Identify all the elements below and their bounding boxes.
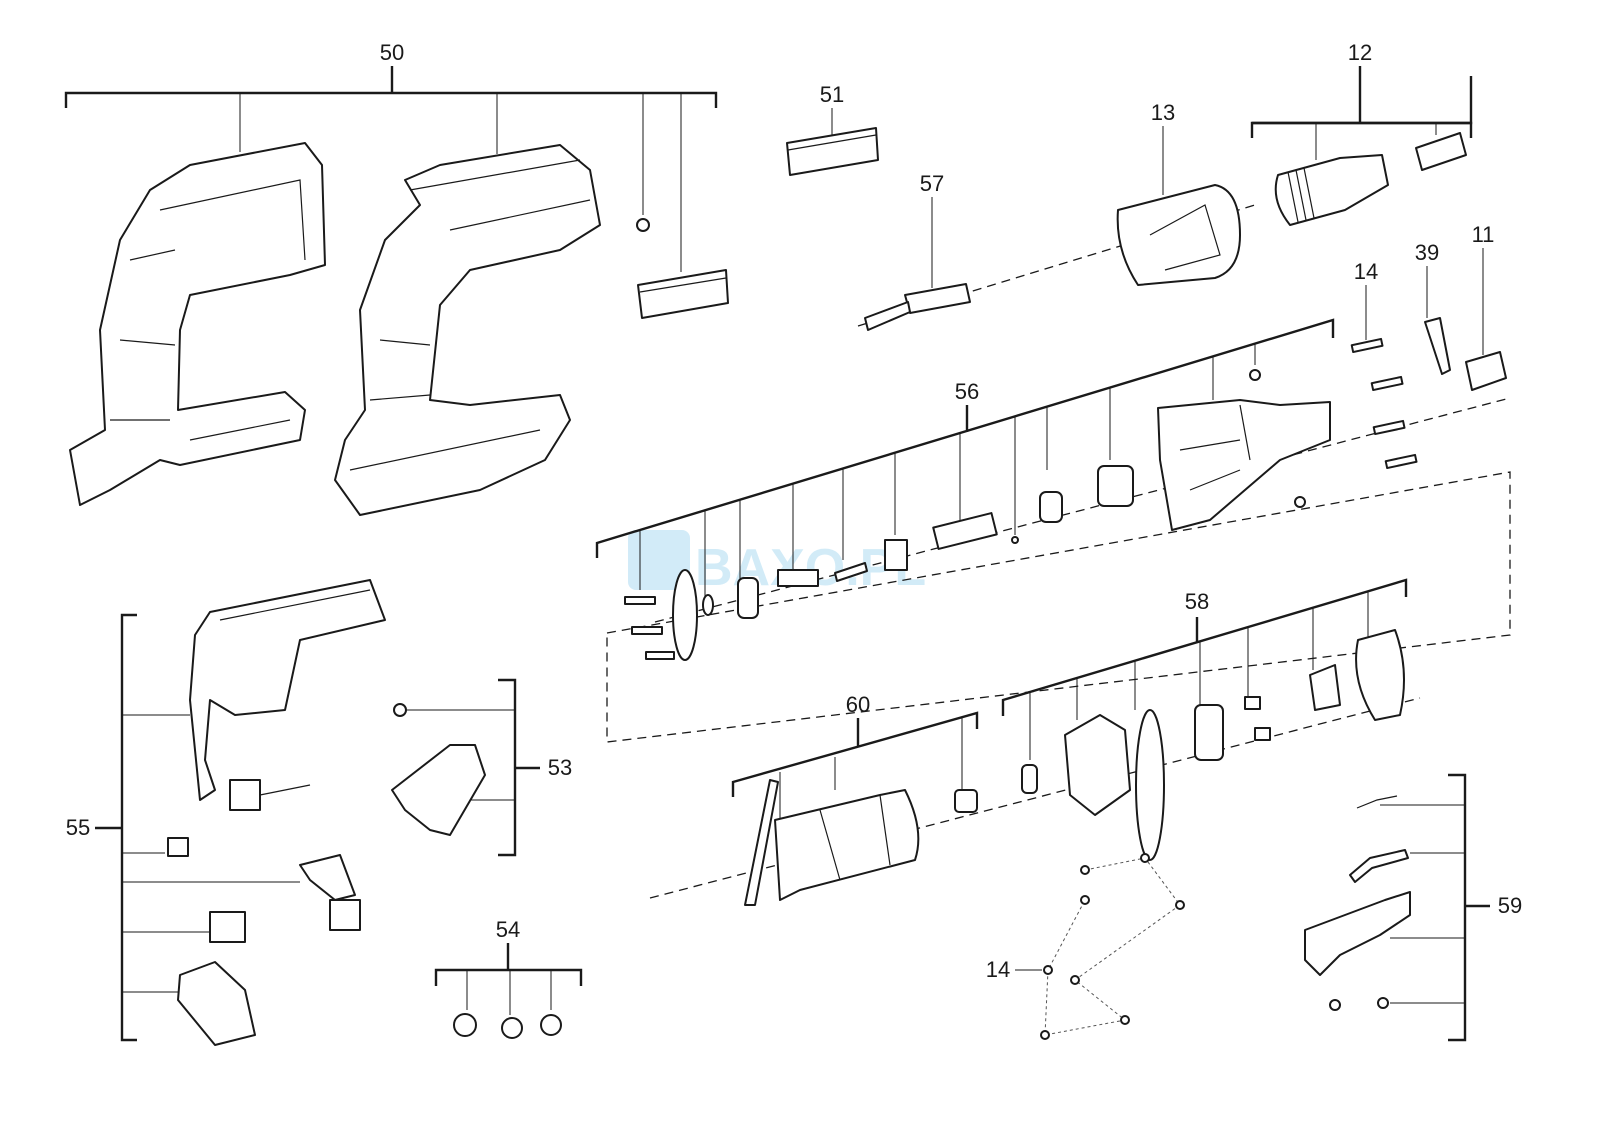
bit-holder	[864, 283, 971, 331]
housing-left-half	[69, 142, 326, 506]
label-60: 60	[846, 692, 870, 717]
bracket-54	[434, 943, 583, 1015]
sleeve	[1415, 132, 1467, 171]
label-58: 58	[1185, 589, 1209, 614]
adjustment-collar	[1274, 154, 1389, 226]
label-50: 50	[380, 40, 404, 65]
label-53: 53	[548, 755, 572, 780]
label-54: 54	[496, 917, 520, 942]
label-12: 12	[1348, 40, 1372, 65]
bracket-12	[1250, 66, 1473, 160]
electronics-55	[167, 579, 386, 1046]
bracket-58	[1001, 578, 1408, 760]
bracket-53	[405, 678, 540, 857]
label-plate	[637, 269, 729, 319]
planetary-parts-58	[1021, 629, 1405, 861]
bushing-11	[1465, 351, 1507, 391]
screws-14	[1350, 337, 1418, 470]
motor	[744, 779, 978, 906]
part-labels: 50 51 57 13 12 14 39 11 56 58 60 53 55 5…	[66, 40, 1522, 982]
screw-53	[393, 703, 407, 717]
label-39: 39	[1415, 240, 1439, 265]
watermark: BAXO.PL	[628, 530, 926, 597]
label-11: 11	[1472, 222, 1495, 247]
bracket-55	[95, 613, 300, 1042]
switch-cover	[391, 744, 486, 836]
label-14-top: 14	[1354, 259, 1378, 284]
label-55: 55	[66, 815, 90, 840]
label-plate-51	[786, 127, 879, 176]
axis-motor	[649, 697, 1421, 899]
label-56: 56	[955, 379, 979, 404]
housing-right-half	[334, 144, 601, 516]
screws-14-lower	[1040, 853, 1185, 1040]
label-59: 59	[1498, 893, 1522, 918]
parts-59	[1304, 795, 1411, 1011]
bracket-56	[595, 318, 1335, 600]
label-57: 57	[920, 171, 944, 196]
nose-cone	[1116, 184, 1241, 286]
knobs-54	[453, 1013, 562, 1039]
bracket-59	[1380, 773, 1490, 1042]
axis-frame	[606, 471, 1511, 743]
axis-gear	[654, 397, 1511, 623]
bracket-50	[64, 66, 718, 272]
label-13: 13	[1151, 100, 1175, 125]
label-51: 51	[820, 82, 844, 107]
latch-39	[1424, 317, 1451, 375]
gearbox-parts-56	[624, 369, 1331, 661]
nut	[636, 218, 650, 232]
label-14-bottom: 14	[986, 957, 1010, 982]
